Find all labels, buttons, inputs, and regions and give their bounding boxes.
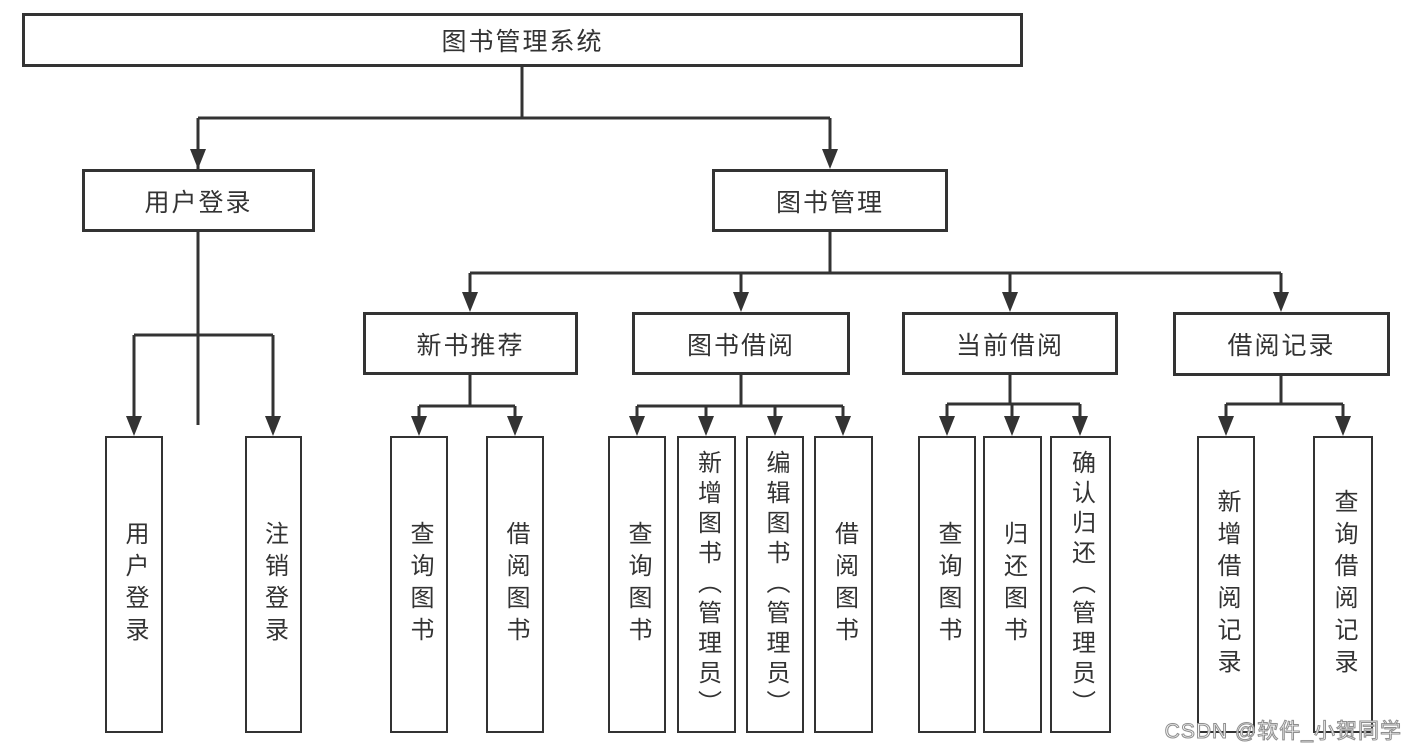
- node-borrow-records-label: 借阅记录: [1227, 332, 1336, 360]
- leaf-query-books-recommend-label: 查询图书: [406, 520, 433, 649]
- node-new-book-recommend: 新书推荐: [363, 312, 578, 375]
- connector-root-drops: [196, 118, 832, 152]
- leaf-logout: 注销登录: [245, 436, 302, 733]
- leaf-user-login: 用户登录: [105, 436, 163, 733]
- leaf-query-books-borrow: 查询图书: [608, 436, 666, 733]
- leaf-edit-book-admin: 编辑图书（管理员）: [746, 436, 804, 733]
- leaf-add-borrow-record-label: 新增借阅记录: [1213, 488, 1240, 681]
- leaf-query-books-borrow-label: 查询图书: [624, 520, 651, 649]
- leaf-edit-book-admin-label: 编辑图书（管理员）: [762, 449, 789, 720]
- node-user-login-label: 用户登录: [144, 188, 253, 217]
- leaf-user-login-label: 用户登录: [121, 520, 148, 649]
- leaf-add-book-admin-label: 新增图书（管理员）: [693, 449, 721, 720]
- node-user-login: 用户登录: [82, 169, 315, 232]
- leaf-logout-label: 注销登录: [260, 520, 288, 649]
- arrowheads: [126, 149, 1351, 436]
- leaf-confirm-return-admin-label: 确认归还（管理员）: [1067, 449, 1095, 720]
- connector-borrow-records-subtree: [1224, 376, 1345, 420]
- connector-book-borrow-subtree: [635, 375, 845, 420]
- leaf-borrow-books-recommend-label: 借阅图书: [502, 520, 529, 649]
- node-book-management-label: 图书管理: [775, 188, 884, 217]
- leaf-return-books-label: 归还图书: [999, 520, 1027, 649]
- leaf-borrow-books: 借阅图书: [814, 436, 873, 733]
- leaf-add-book-admin: 新增图书（管理员）: [677, 436, 736, 733]
- connector-book-management-subtree: [468, 232, 1283, 296]
- node-book-borrow-label: 图书借阅: [686, 331, 795, 360]
- node-current-borrow: 当前借阅: [902, 312, 1118, 375]
- leaf-query-books-current-label: 查询图书: [934, 520, 961, 649]
- node-library-system-label: 图书管理系统: [441, 28, 604, 56]
- connector-current-borrow-subtree: [945, 375, 1082, 420]
- node-current-borrow-label: 当前借阅: [955, 331, 1064, 360]
- leaf-add-borrow-record: 新增借阅记录: [1197, 436, 1255, 733]
- leaf-query-books-recommend: 查询图书: [390, 436, 448, 733]
- leaf-return-books: 归还图书: [983, 436, 1042, 733]
- node-book-management: 图书管理: [712, 169, 948, 232]
- leaf-query-borrow-record-label: 查询借阅记录: [1330, 488, 1357, 681]
- node-borrow-records: 借阅记录: [1173, 312, 1390, 376]
- leaf-confirm-return-admin: 确认归还（管理员）: [1050, 436, 1111, 733]
- node-library-system: 图书管理系统: [22, 13, 1023, 67]
- node-new-book-recommend-label: 新书推荐: [416, 331, 525, 360]
- node-book-borrow: 图书借阅: [632, 312, 850, 375]
- connector-user-login-subtree: [132, 232, 275, 420]
- leaf-query-books-current: 查询图书: [918, 436, 976, 733]
- leaf-borrow-books-label: 借阅图书: [830, 520, 858, 649]
- leaf-borrow-books-recommend: 借阅图书: [486, 436, 544, 733]
- connector-new-book-subtree: [417, 375, 517, 420]
- connector-root-branch: [196, 67, 832, 425]
- leaf-query-borrow-record: 查询借阅记录: [1313, 436, 1373, 733]
- csdn-watermark: CSDN @软件_小贺同学: [1164, 720, 1402, 744]
